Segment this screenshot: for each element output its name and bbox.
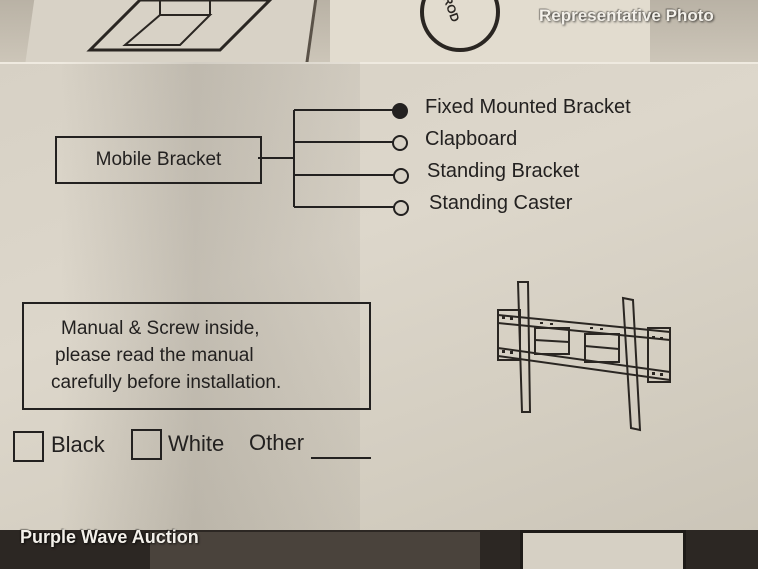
manual-notice-box: Manual & Screw inside, please read the m… <box>22 302 371 410</box>
notice-line: please read the manual <box>55 345 254 366</box>
shadow <box>60 62 360 532</box>
option-dot-icon <box>392 135 408 151</box>
black-checkbox <box>13 431 44 462</box>
other-blank-line <box>311 457 371 459</box>
bottom-right-box <box>520 530 686 569</box>
box-face <box>0 62 758 534</box>
watermark-purple-wave: Purple Wave Auction <box>20 527 199 547</box>
mobile-bracket-label: Mobile Bracket <box>55 136 262 184</box>
option-dot-filled-icon <box>392 103 408 119</box>
other-label: Other <box>249 430 305 455</box>
tv-bracket-icon <box>497 281 671 432</box>
box-sketch-icon <box>86 0 273 52</box>
option-dot-icon <box>393 200 409 216</box>
watermark-representative-photo: Representative Photo <box>539 6 714 25</box>
notice-line: carefully before installation. <box>51 372 282 393</box>
option-clapboard: Clapboard <box>425 128 518 150</box>
option-standing-bracket: Standing Bracket <box>427 160 580 182</box>
option-fixed-mounted-bracket: Fixed Mounted Bracket <box>425 96 631 118</box>
notice-line: Manual & Screw inside, <box>61 318 260 339</box>
option-dot-icon <box>393 168 409 184</box>
bottom-box <box>150 532 480 569</box>
white-checkbox <box>131 429 162 460</box>
white-label: White <box>168 431 225 456</box>
black-label: Black <box>51 432 105 457</box>
option-standing-caster: Standing Caster <box>429 192 573 214</box>
